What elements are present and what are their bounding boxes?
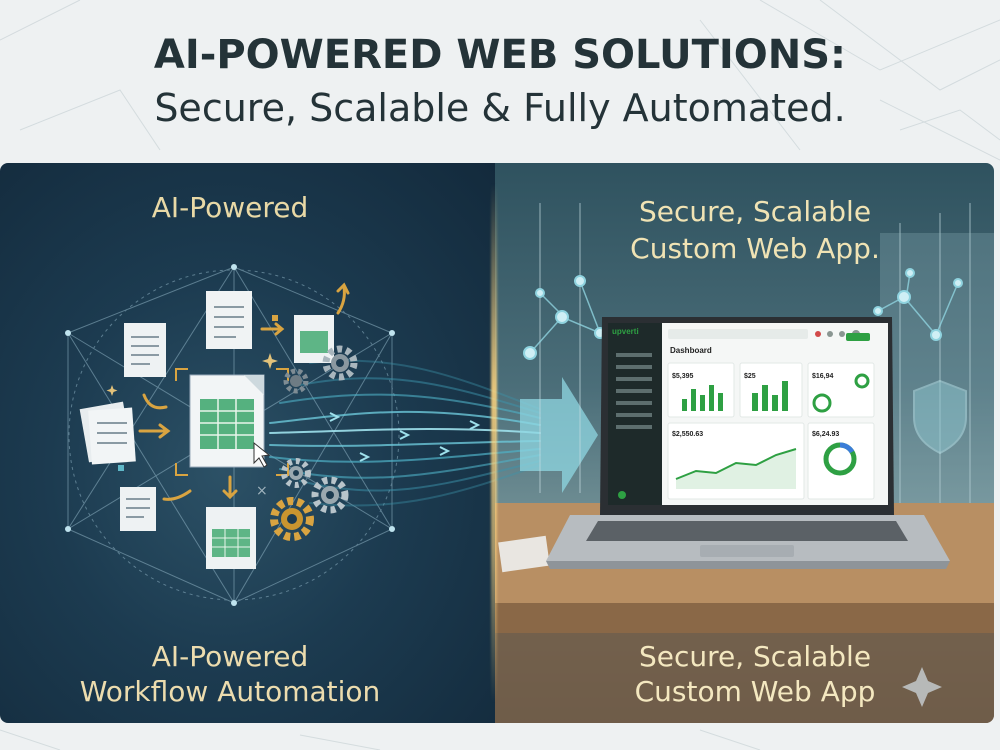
shield-icon [913, 379, 967, 455]
hero-panel: × [0, 163, 994, 723]
left-bottom-caption-line2: Workflow Automation [79, 675, 381, 708]
left-bottom-caption-line1: AI-Powered [151, 640, 309, 673]
spreadsheet-icon [294, 315, 334, 363]
card-value: $25 [744, 373, 756, 380]
right-bottom-caption-line1: Secure, Scalable [638, 640, 872, 673]
right-top-caption-line1: Secure, Scalable [638, 195, 872, 228]
left-bottom-caption: AI-Powered Workflow Automation [20, 639, 440, 709]
right-bottom-caption: Secure, Scalable Custom Web App [560, 639, 950, 709]
card-value: $16,94 [812, 373, 834, 380]
document-icon [206, 291, 252, 349]
page-subtitle: Secure, Scalable & Fully Automated. [154, 86, 846, 130]
svg-text:×: × [256, 483, 268, 499]
gear-icon [281, 458, 311, 488]
app-brand: upverti [612, 327, 639, 336]
dashboard-title: Dashboard [670, 346, 712, 355]
right-top-caption-line2: Custom Web App. [630, 232, 880, 265]
panel-divider [491, 183, 497, 703]
left-top-caption: AI-Powered [151, 191, 309, 224]
spreadsheet-icon [189, 374, 271, 468]
document-icon [124, 323, 166, 377]
spreadsheet-icon [206, 507, 256, 569]
sparkle-icon [902, 667, 942, 707]
right-top-caption: Secure, Scalable Custom Web App. [560, 193, 950, 267]
gear-icon [283, 368, 309, 394]
page-header: AI-POWERED WEB SOLUTIONS: Secure, Scalab… [0, 30, 1000, 134]
flow-arrow-icon [520, 377, 598, 493]
gear-icon [311, 476, 349, 514]
page-title: AI-POWERED WEB SOLUTIONS: [153, 32, 847, 78]
document-icon [120, 487, 156, 531]
web-app-illustration [495, 203, 994, 723]
gear-icon [322, 345, 358, 381]
card-value: $2,550.63 [672, 431, 704, 438]
gear-icon [270, 497, 314, 541]
document-icon [79, 401, 136, 465]
card-value: $5,395 [672, 373, 694, 380]
right-bottom-caption-line2: Custom Web App [634, 675, 876, 708]
card-value: $6,24.93 [812, 431, 840, 438]
automation-illustration: × [65, 264, 598, 606]
